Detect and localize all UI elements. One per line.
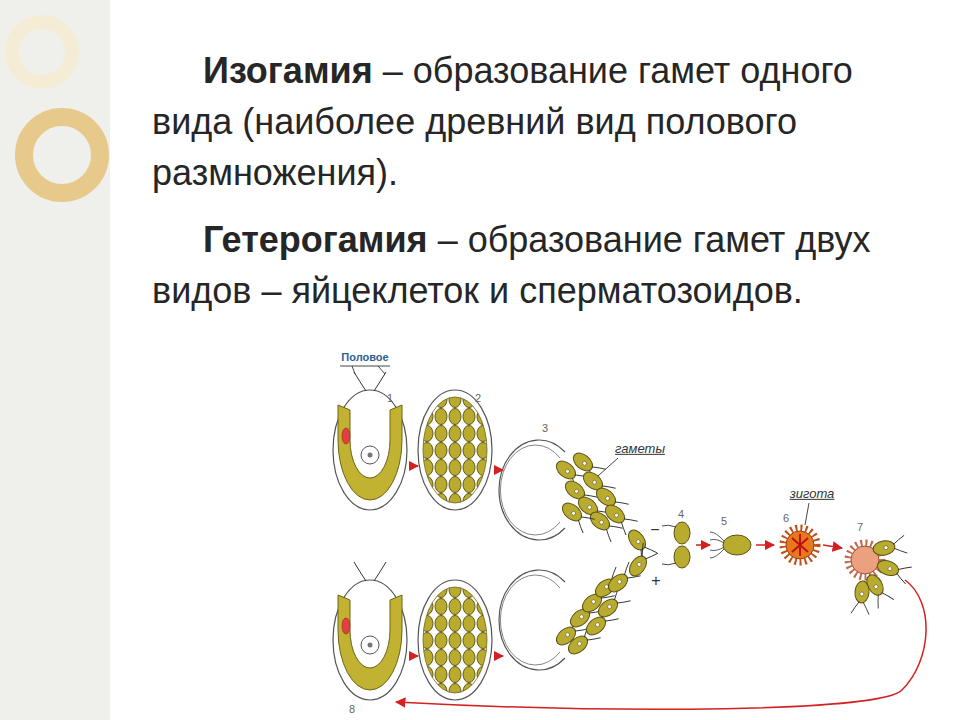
- cell-bottom-part: [333, 562, 407, 700]
- cell-top: [333, 372, 565, 540]
- callout-number: 4: [678, 508, 684, 520]
- callout-label: гаметы: [615, 442, 665, 456]
- fusing-gametes-part: [674, 522, 690, 544]
- cycle-arrows-part: [494, 469, 503, 471]
- stage-label: Половое: [341, 351, 388, 363]
- germinating-zygote-part: [872, 535, 908, 558]
- callout-number: 8: [349, 703, 355, 715]
- gametes-top: [552, 448, 657, 563]
- side-decoration: [0, 0, 110, 720]
- cell-top-part: [333, 372, 407, 510]
- germinating-zygote-part: [851, 580, 872, 614]
- cycle-arrows-part: [494, 655, 503, 657]
- leader-lines: [340, 366, 809, 525]
- callout-label: зигота: [790, 487, 835, 501]
- side-decoration-part: [24, 117, 100, 193]
- leader-lines-part: [340, 366, 390, 374]
- shell-bottom: [499, 570, 565, 670]
- fused-cell-part: [710, 532, 724, 558]
- cell-top-part: [499, 440, 565, 540]
- zygote: [783, 528, 817, 562]
- cycle-arrows: [396, 466, 926, 709]
- zygote-part: [786, 531, 814, 559]
- fusing-gametes-part: [674, 546, 690, 568]
- shell-bottom-part: [500, 575, 560, 665]
- cycle-arrows-part: [396, 580, 926, 709]
- fusing-gametes-part: [662, 525, 676, 565]
- fused-cell-part: [723, 535, 751, 555]
- definition-paragraph: Изогамия– образование гамет одного вида …: [152, 45, 917, 198]
- fused-cell: [710, 532, 751, 558]
- callout-number: 6: [783, 512, 789, 524]
- gametes-bottom: [552, 543, 658, 659]
- germinating-zygote: [848, 535, 912, 614]
- gametes-top-part: [558, 498, 595, 533]
- zygote-part: [783, 528, 817, 562]
- callout-number: 1: [387, 392, 393, 404]
- cell-bottom-part: [418, 580, 492, 700]
- callout-number: 7: [857, 521, 863, 533]
- cycle-arrows-part: [409, 465, 418, 467]
- cell-top-part: [418, 390, 492, 510]
- sign-label: −: [650, 521, 659, 539]
- cycle-arrows-part: [409, 655, 418, 657]
- cycle-arrows-part: [756, 544, 774, 546]
- side-decoration-part: [12, 22, 72, 82]
- zygote-part: [792, 534, 808, 556]
- side-decoration-part: [0, 0, 110, 720]
- shell-bottom-part: [499, 570, 565, 670]
- sign-label: +: [651, 572, 660, 590]
- leader-lines-part: [598, 458, 618, 476]
- callout-number: 2: [475, 392, 481, 404]
- callout-number: 3: [542, 422, 548, 434]
- cell-bottom: [333, 562, 492, 700]
- leader-lines-part: [805, 503, 809, 525]
- term: Гетерогамия: [203, 219, 428, 260]
- term: Изогамия: [203, 50, 373, 91]
- cycle-arrows-part: [823, 545, 842, 548]
- definition-paragraph: Гетерогамия– образование гамет двух видо…: [152, 214, 917, 316]
- callout-number: 5: [721, 515, 727, 527]
- fusing-gametes: [662, 522, 690, 568]
- cycle-arrows-part: [696, 544, 710, 546]
- cell-top-part: [500, 445, 560, 535]
